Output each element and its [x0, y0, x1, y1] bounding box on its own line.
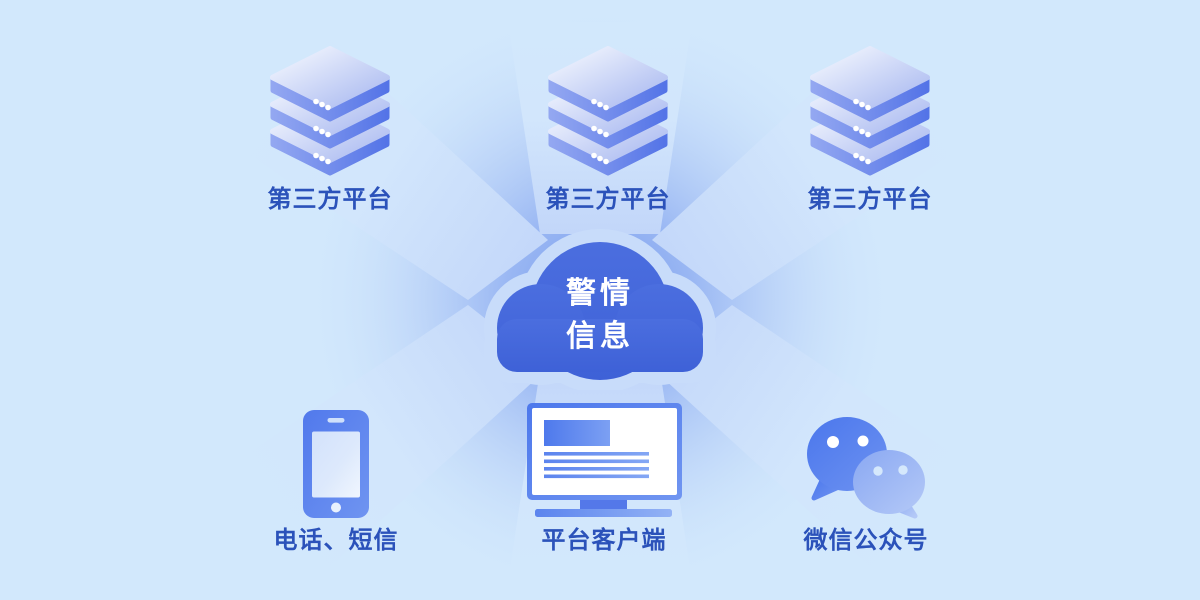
server-stack-icon — [542, 46, 674, 180]
node-label: 第三方平台 — [807, 186, 933, 213]
phone-icon — [303, 410, 369, 518]
cloud-shape — [484, 229, 716, 390]
node-label: 第三方平台 — [267, 186, 393, 213]
node-label: 平台客户端 — [541, 527, 667, 554]
node-wechat-official: 微信公众号 — [771, 412, 961, 553]
cloud-title: 警情 信息 — [478, 272, 722, 358]
node-third-party-platform-3: 第三方平台 — [775, 46, 965, 212]
cloud-alarm-info: 警情 信息 — [478, 224, 722, 390]
ray-to-phone — [196, 305, 548, 578]
node-label: 电话、短信 — [273, 527, 399, 554]
cloud-title-line1: 警情 — [566, 277, 634, 310]
server-stack-icon — [264, 46, 396, 180]
node-third-party-platform-2: 第三方平台 — [513, 46, 703, 212]
desktop-icon — [527, 403, 682, 517]
node-label: 微信公众号 — [803, 527, 929, 554]
wechat-icon — [801, 412, 931, 520]
cloud-title-line2: 信息 — [566, 320, 634, 353]
node-label: 第三方平台 — [545, 186, 671, 213]
node-third-party-platform-1: 第三方平台 — [235, 46, 425, 212]
node-platform-client: 平台客户端 — [509, 403, 699, 553]
server-stack-icon — [804, 46, 936, 180]
node-phone-sms: 电话、短信 — [241, 410, 431, 553]
